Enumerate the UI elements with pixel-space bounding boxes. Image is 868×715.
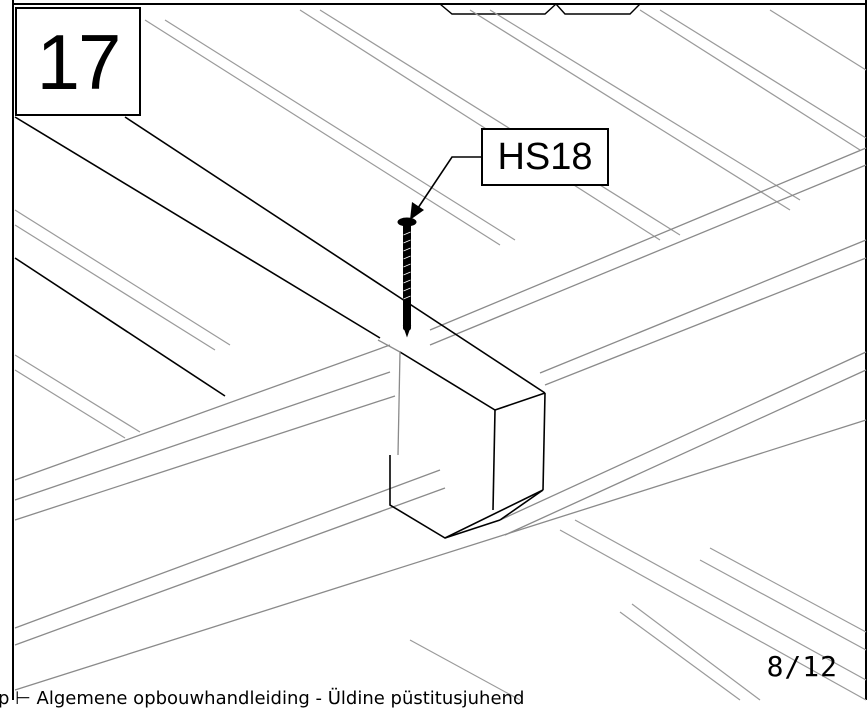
screw-icon (397, 217, 417, 338)
step-number: 17 (36, 17, 122, 106)
joist-beams (14, 147, 867, 691)
leader-arrowhead (410, 202, 424, 220)
page-number: 8/12 (766, 650, 838, 683)
deck-boards (14, 9, 867, 701)
drawing-frame (12, 0, 867, 700)
part-callout-label: HS18 (497, 136, 593, 178)
callout-leader (413, 156, 481, 215)
footer-title: p ⊢ Algemene opbouwhandleiding - Üldine … (0, 688, 525, 709)
top-edge-detail (439, 3, 641, 15)
post (377, 339, 401, 456)
part-callout-box: HS18 (481, 128, 609, 186)
step-number-box: 17 (15, 7, 141, 116)
screw-thread (403, 231, 411, 300)
main-beam (14, 116, 546, 539)
